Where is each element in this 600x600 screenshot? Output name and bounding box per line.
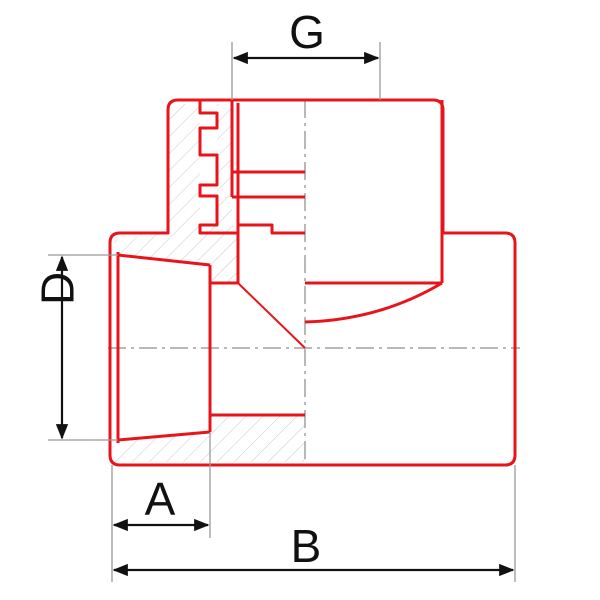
centerlines [108, 100, 520, 465]
dimension-b-label: B [291, 520, 322, 572]
thread-profile [198, 101, 238, 235]
section-hatching [113, 104, 305, 462]
dimension-a: A [112, 473, 210, 532]
dimension-b: B [112, 520, 515, 577]
dimension-g-label: G [289, 6, 325, 58]
left-socket [116, 252, 305, 443]
dimension-d: D [31, 255, 83, 440]
dimension-d-label: D [31, 272, 83, 305]
extension-lines [48, 42, 516, 582]
branch-bore [230, 100, 444, 349]
dimension-a-label: A [145, 473, 176, 525]
dimension-g: G [232, 6, 380, 65]
